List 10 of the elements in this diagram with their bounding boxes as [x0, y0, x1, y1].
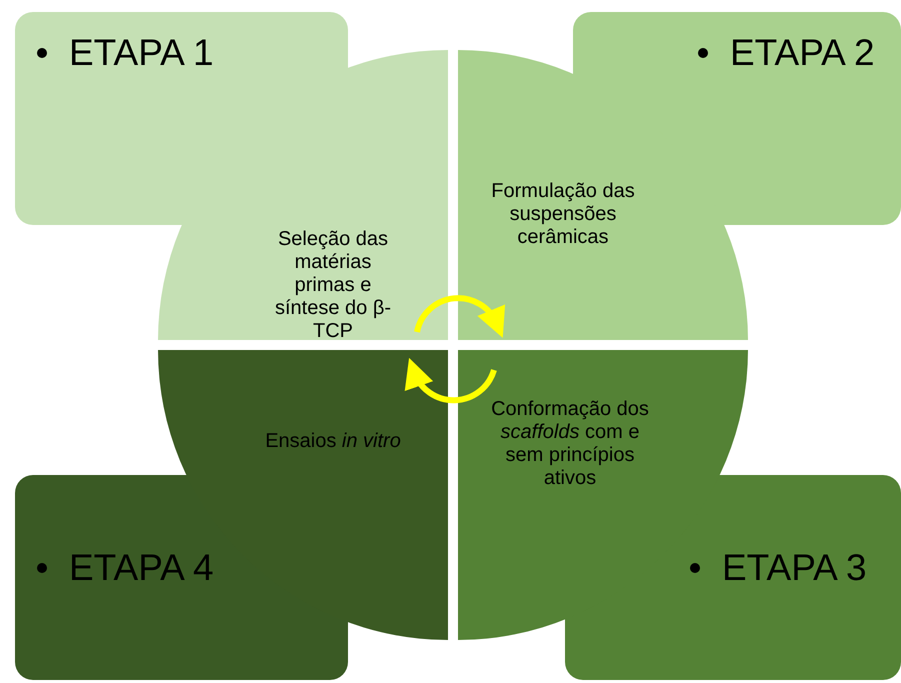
step-label: ETAPA 4: [69, 547, 214, 589]
cycle-arrow: [414, 295, 504, 338]
step-label: ETAPA 2: [730, 32, 875, 74]
stage-text: Conformação dos scaffolds com e sem princípios ativos: [490, 398, 650, 490]
step-label: ETAPA 3: [722, 547, 867, 589]
cycle-arrow: [406, 358, 497, 404]
stage-text: Formulação das suspensões cerâmicas: [490, 180, 636, 249]
stage-text: Seleção das matérias primas e síntese do β-TCP: [274, 228, 392, 343]
step-label: ETAPA 1: [69, 32, 214, 74]
stage-text: Ensaios in vitro: [264, 430, 402, 453]
